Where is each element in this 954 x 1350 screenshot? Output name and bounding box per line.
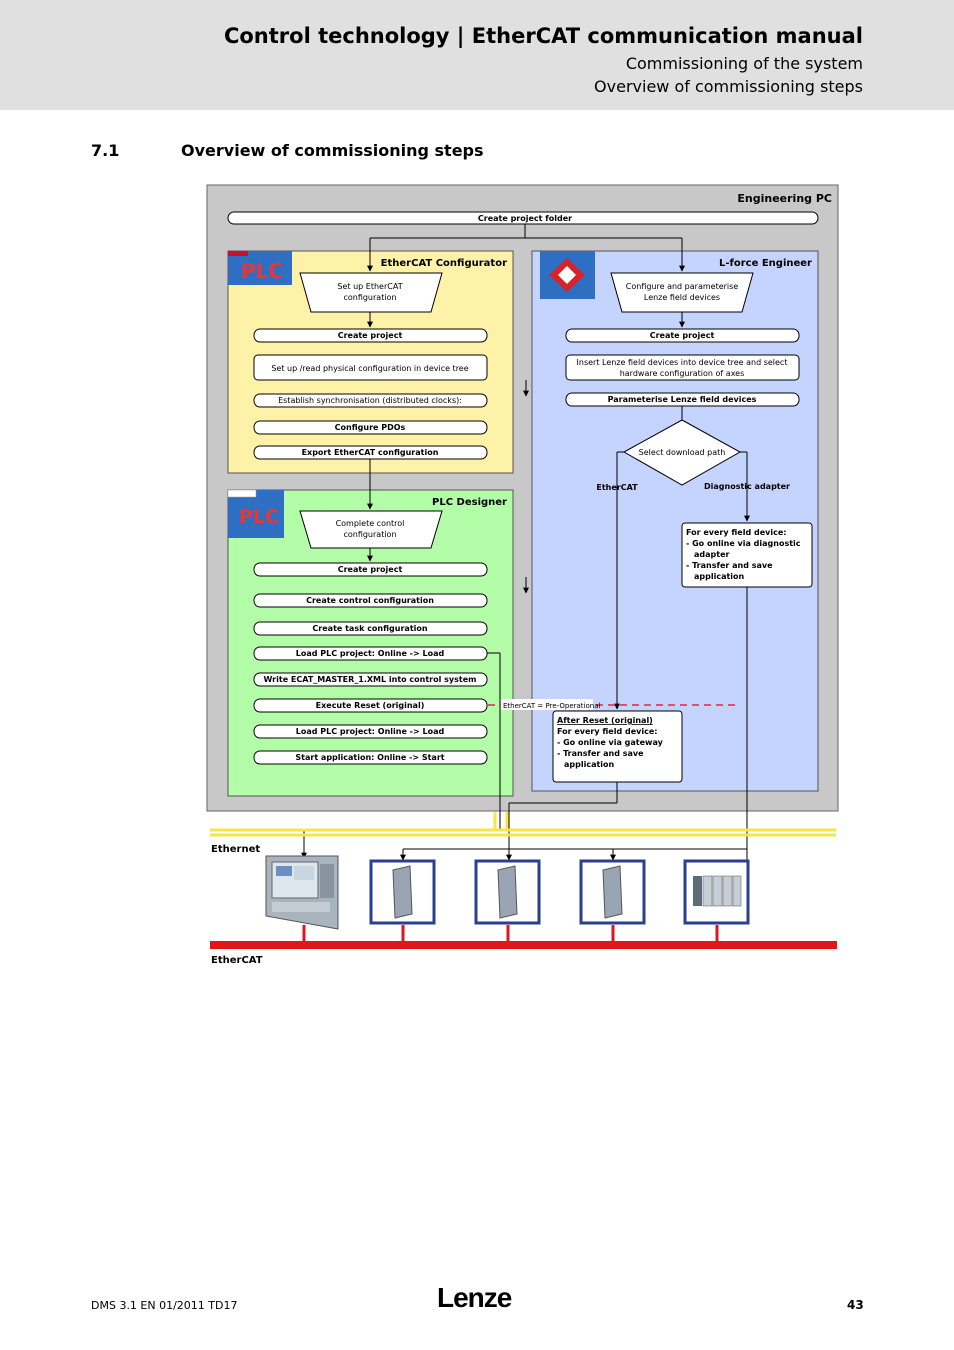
setup-ethercat-trapezoid — [299, 272, 443, 313]
plc-designer-title: PLC Designer — [432, 497, 507, 508]
complete-control-line1: Complete control — [336, 519, 405, 528]
svg-text:For every field device:: For every field device: — [686, 528, 786, 537]
lf-parameterise-label: Parameterise Lenze field devices — [608, 395, 757, 404]
io-system-icon — [683, 859, 750, 925]
svg-text:After Reset (original): After Reset (original) — [557, 716, 653, 725]
lf-create-project-label: Create project — [650, 331, 715, 340]
pd-step-label: Create project — [338, 565, 403, 574]
svg-text:application: application — [564, 760, 615, 769]
plc-designer-steps: Create project Create control configurat… — [253, 562, 488, 765]
ethernet-label: Ethernet — [211, 844, 260, 855]
setup-ethercat-line1: Set up EtherCAT — [337, 282, 402, 291]
svg-text:- Go online via gateway: - Go online via gateway — [557, 738, 664, 747]
pd-step-label: Load PLC project: Online -> Load — [296, 727, 445, 736]
section-number: 7.1 — [91, 141, 120, 160]
footer-doc-id: DMS 3.1 EN 01/2011 TD17 — [91, 1299, 238, 1312]
configure-lenze-line2: Lenze field devices — [644, 293, 720, 302]
create-project-folder-step — [227, 211, 819, 225]
preop-label-bg — [501, 699, 593, 710]
ethercat-bus-label: EtherCAT — [211, 955, 263, 966]
engineering-pc-label: Engineering PC — [737, 192, 832, 205]
select-download-label: Select download path — [639, 448, 726, 457]
header-subtitle-section: Overview of commissioning steps — [594, 77, 863, 96]
ec-physical-config-step — [253, 354, 488, 381]
svg-text:adapter: adapter — [694, 550, 730, 559]
ethercat-bus — [210, 925, 837, 949]
select-download-diamond — [622, 419, 742, 486]
lf-insert-devices-step — [565, 354, 800, 381]
page-number: 43 — [847, 1298, 864, 1312]
ethernet-bus — [210, 812, 836, 837]
lforce-engineer-logo-icon — [540, 251, 595, 299]
create-project-folder-label: Create project folder — [478, 214, 572, 223]
ec-sync-label: Establish synchronisation (distributed c… — [278, 396, 462, 405]
pd-step-label: Write ECAT_MASTER_1.XML into control sys… — [264, 675, 477, 684]
configure-lenze-trapezoid — [610, 272, 754, 313]
header-subtitle-chapter: Commissioning of the system — [625, 54, 863, 73]
page-header: Control technology | EtherCAT communicat… — [0, 0, 954, 110]
svg-text:- Go online via diagnostic: - Go online via diagnostic — [686, 539, 801, 548]
lf-insert-line1: Insert Lenze field devices into device t… — [577, 358, 788, 367]
svg-text:For every field device:: For every field device: — [557, 727, 657, 736]
setup-ethercat-line2: configuration — [343, 293, 396, 302]
servo-drive-icon-3 — [579, 859, 646, 925]
plc-designer-logo-icon: PLC — [227, 489, 284, 538]
lenze-logo: Lenze — [437, 1282, 512, 1313]
svg-text:- Transfer and save: - Transfer and save — [686, 561, 773, 570]
pd-step-label: Start application: Online -> Start — [295, 753, 444, 762]
pd-step-label: Create control configuration — [306, 596, 434, 605]
ec-sync-step — [253, 393, 488, 408]
svg-text:- Transfer and save: - Transfer and save — [557, 749, 644, 758]
ethercat-configurator-title: EtherCAT Configurator — [381, 258, 507, 269]
configure-lenze-line1: Configure and parameterise — [626, 282, 739, 291]
complete-control-trapezoid — [299, 510, 443, 549]
complete-control-line2: configuration — [343, 530, 396, 539]
commissioning-diagram: Engineering PC Create project folder Eth… — [206, 184, 839, 966]
ec-export-label: Export EtherCAT configuration — [302, 448, 439, 457]
svg-text:PLC: PLC — [239, 506, 279, 528]
controller-device-icon — [265, 855, 339, 930]
ec-create-project-step — [253, 328, 488, 343]
pd-step-label: Execute Reset (original) — [316, 701, 425, 710]
preop-label: EtherCAT = Pre-Operational — [503, 702, 600, 710]
pd-step-label: Create task configuration — [312, 624, 427, 633]
lf-create-project-step — [565, 328, 800, 343]
ec-physical-config-label: Set up /read physical configuration in d… — [271, 364, 468, 373]
header-title: Control technology | EtherCAT communicat… — [223, 24, 863, 48]
servo-drive-icon-1 — [369, 859, 436, 925]
servo-drive-icon-2 — [474, 859, 541, 925]
section-title: Overview of commissioning steps — [181, 141, 484, 160]
plc-logo-icon: PLC — [228, 251, 292, 285]
lforce-engineer-title: L-force Engineer — [719, 258, 812, 269]
svg-text:application: application — [694, 572, 745, 581]
lf-insert-line2: hardware configuration of axes — [620, 369, 745, 378]
ec-create-project-label: Create project — [338, 331, 403, 340]
svg-text:PLC: PLC — [241, 259, 283, 283]
ec-pdos-label: Configure PDOs — [335, 423, 406, 432]
pd-step-label: Load PLC project: Online -> Load — [296, 649, 445, 658]
ec-pdos-step — [253, 420, 488, 435]
